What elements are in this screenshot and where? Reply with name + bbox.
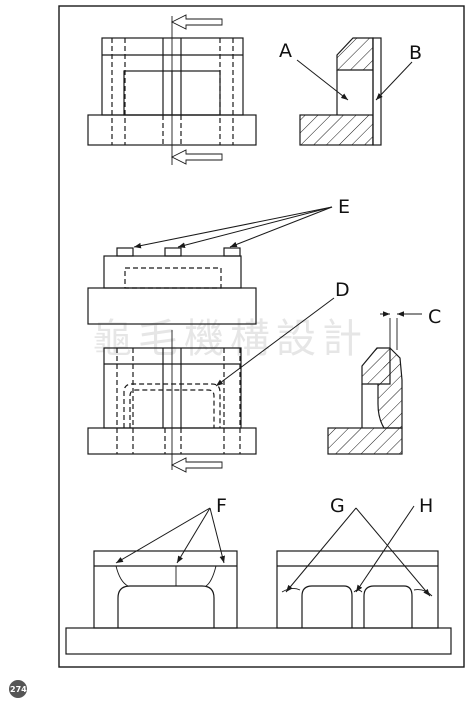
watermark-text: 龜毛機構設計 xyxy=(92,316,368,362)
label-b: B xyxy=(409,42,422,64)
label-h: H xyxy=(419,495,433,517)
section-view-1 xyxy=(299,37,382,146)
label-e: E xyxy=(338,196,350,218)
label-g: G xyxy=(330,495,345,517)
page-number: 274 xyxy=(10,685,27,694)
label-a: A xyxy=(279,40,292,62)
bottom-assembly xyxy=(65,550,452,655)
label-c: C xyxy=(428,306,441,328)
label-f: F xyxy=(216,495,227,517)
front-view-1 xyxy=(87,14,257,165)
top-view-2 xyxy=(87,247,257,325)
front-view-2 xyxy=(87,330,257,473)
label-d: D xyxy=(335,279,350,301)
section-view-2 xyxy=(327,318,403,455)
page-number-badge xyxy=(9,680,27,698)
leader-lines xyxy=(115,59,431,597)
